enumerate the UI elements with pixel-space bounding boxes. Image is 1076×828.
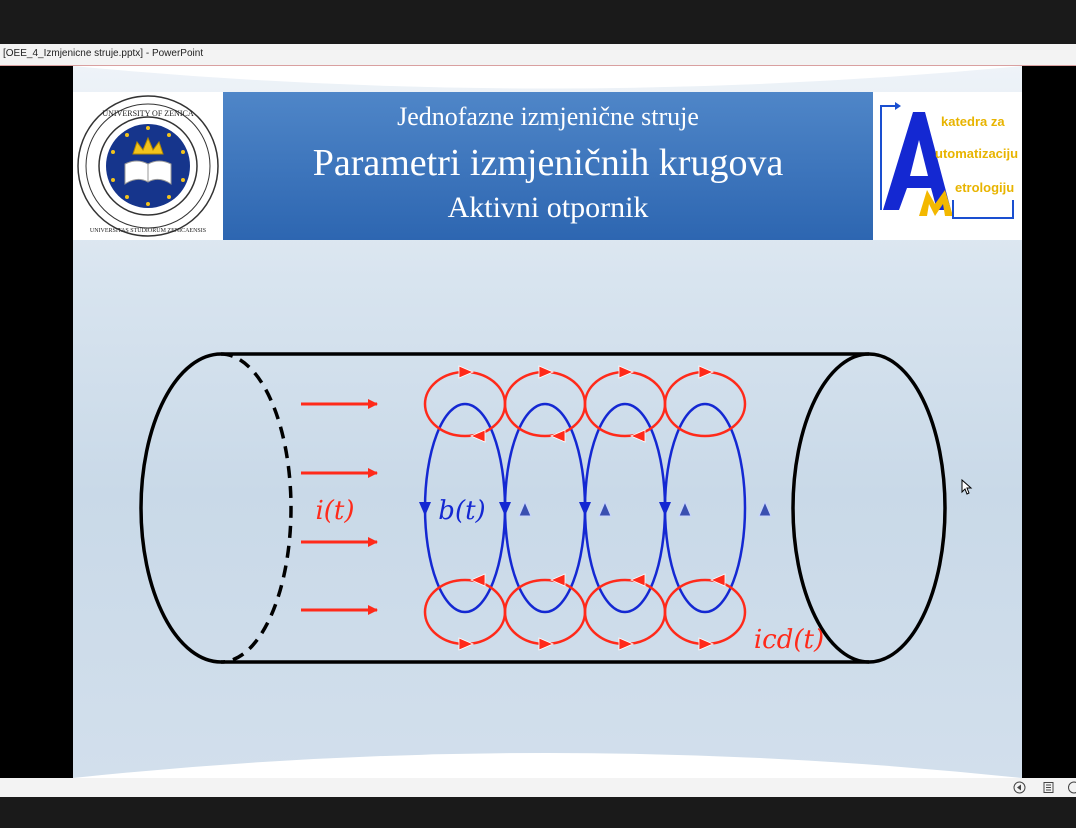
slide-bottom-curve [73, 753, 1022, 778]
slide-subtitle: Jednofazne izmjenične struje [397, 102, 699, 131]
slide-top-curve [73, 66, 1022, 89]
katedra-logo-icon: katedra za utomatizaciju i etrologiju [880, 102, 1022, 219]
university-logo: UNIVERSITY OF ZENICA UNIVERSITAS STUDIOR… [73, 92, 223, 240]
resistor-field-diagram: i(t) b(t) [139, 352, 947, 664]
bottom-black-bar [0, 797, 1076, 828]
eddy-current-loops-top [423, 370, 747, 438]
current-arrows [301, 399, 378, 615]
katedra-logo: katedra za utomatizaciju i etrologiju [873, 92, 1022, 240]
current-label: i(t) [315, 496, 354, 526]
slide-title: Parametri izmjeničnih krugova [312, 142, 784, 184]
katedra-line-1: katedra za [941, 114, 1005, 129]
slide-viewport: UNIVERSITY OF ZENICA UNIVERSITAS STUDIOR… [0, 66, 1076, 778]
field-label: b(t) [438, 496, 485, 526]
window-titlebar: [OEE_4_Izmjenicne struje.pptx] - PowerPo… [0, 44, 1076, 66]
eddy-current-loops-bottom [423, 578, 747, 646]
slide-section-title: Aktivni otpornik [447, 191, 649, 224]
previous-slide-icon[interactable] [1013, 781, 1026, 794]
slide[interactable]: UNIVERSITY OF ZENICA UNIVERSITAS STUDIOR… [73, 66, 1022, 778]
seal-text-top: UNIVERSITY OF ZENICA [102, 109, 193, 118]
conductor-cylinder [139, 352, 947, 664]
katedra-line-3: etrologiju [955, 180, 1014, 195]
top-black-bar [0, 0, 1076, 44]
katedra-line-2: utomatizaciju i [935, 146, 1022, 161]
eddy-direction-arrows [458, 365, 726, 651]
seal-text-bottom: UNIVERSITAS STUDIORUM ZENICAENSIS [90, 228, 206, 234]
normal-view-icon[interactable] [1066, 781, 1076, 794]
window-title: [OEE_4_Izmjenicne struje.pptx] - PowerPo… [3, 48, 204, 59]
field-direction-arrows [419, 500, 772, 517]
statusbar [0, 778, 1076, 797]
university-seal-icon: UNIVERSITY OF ZENICA UNIVERSITAS STUDIOR… [77, 95, 219, 237]
mouse-cursor-icon [961, 479, 973, 495]
eddy-current-label: icd(t) [754, 625, 824, 655]
notes-icon[interactable] [1042, 781, 1055, 794]
header-band [223, 92, 873, 240]
